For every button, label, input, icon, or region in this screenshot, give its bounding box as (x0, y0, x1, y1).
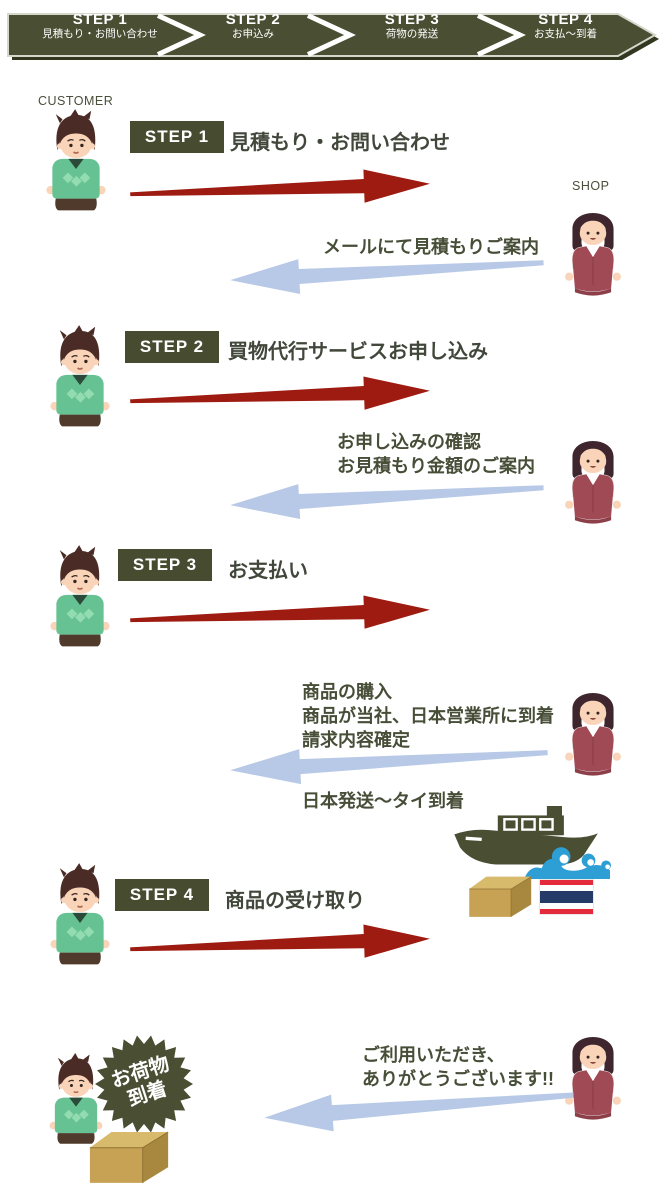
red-right-arrow-icon (129, 922, 431, 966)
sea-wave-icon (524, 838, 612, 879)
customer-avatar (42, 324, 118, 430)
step3-title: お支払い (228, 560, 308, 582)
reply2-text: お申し込みの確認 お見積もり金額のご案内 (337, 431, 535, 479)
reply2-line2: お見積もり金額のご案内 (337, 455, 535, 476)
thailand-flag-icon (539, 879, 594, 915)
reply2-line1: お申し込みの確認 (337, 432, 481, 452)
shop-avatar (556, 676, 630, 779)
reply-arrow (227, 244, 545, 300)
reply-arrow (227, 469, 545, 525)
customer-avatar (38, 108, 114, 214)
reply4-line2: ありがとうございます!! (362, 1068, 554, 1089)
reply3-line1: 商品の購入 (302, 682, 392, 702)
reply3-text: 商品の購入 商品が当社、日本営業所に到着 請求内容確定 (302, 681, 554, 753)
request-arrow (129, 591, 432, 640)
reply4-text: ご利用いただき、 ありがとうございます!! (362, 1044, 554, 1092)
package-box-icon (86, 1126, 174, 1187)
reply4-line1: ご利用いただき、 (362, 1045, 505, 1065)
customer-avatar (42, 544, 118, 650)
reply3-line2: 商品が当社、日本営業所に到着 (302, 705, 554, 726)
step1-tag: STEP 1 (130, 121, 224, 153)
burst-star-icon (95, 1035, 193, 1133)
request-arrow (129, 920, 432, 969)
red-right-arrow-icon (129, 167, 431, 211)
header-chevron-graphic (7, 13, 659, 60)
step3-tag: STEP 3 (118, 549, 212, 581)
customer-label: CUSTOMER (38, 94, 114, 108)
package-box-icon (466, 872, 536, 920)
shop-label: SHOP (572, 179, 610, 193)
reply-arrow (227, 734, 549, 791)
shop-avatar (556, 424, 630, 527)
request-arrow (129, 372, 432, 421)
request-arrow (129, 165, 432, 214)
shop-avatar (556, 196, 630, 299)
step4-title: 商品の受け取り (225, 890, 365, 912)
step2-title: 買物代行サービスお申し込み (228, 341, 488, 363)
blue-left-arrow-icon (229, 246, 545, 298)
blue-left-arrow-icon (229, 736, 549, 788)
customer-avatar (42, 862, 118, 968)
red-right-arrow-icon (129, 593, 431, 637)
shipping-note: 日本発送〜タイ到着 (302, 791, 464, 811)
step4-tag: STEP 4 (115, 879, 209, 911)
step1-title: 見積もり・お問い合わせ (230, 132, 450, 154)
step2-tag: STEP 2 (125, 331, 219, 363)
blue-left-arrow-icon (229, 471, 545, 523)
reply3-line3: 請求内容確定 (302, 729, 410, 750)
red-right-arrow-icon (129, 374, 431, 418)
arrival-burst-badge: お荷物 到着 (94, 1034, 194, 1134)
header-step-bar: STEP 1 見積もり・お問い合わせ STEP 2 お申込み STEP 3 荷物… (0, 0, 660, 62)
reply1-text: メールにて見積もりご案内 (323, 237, 539, 257)
